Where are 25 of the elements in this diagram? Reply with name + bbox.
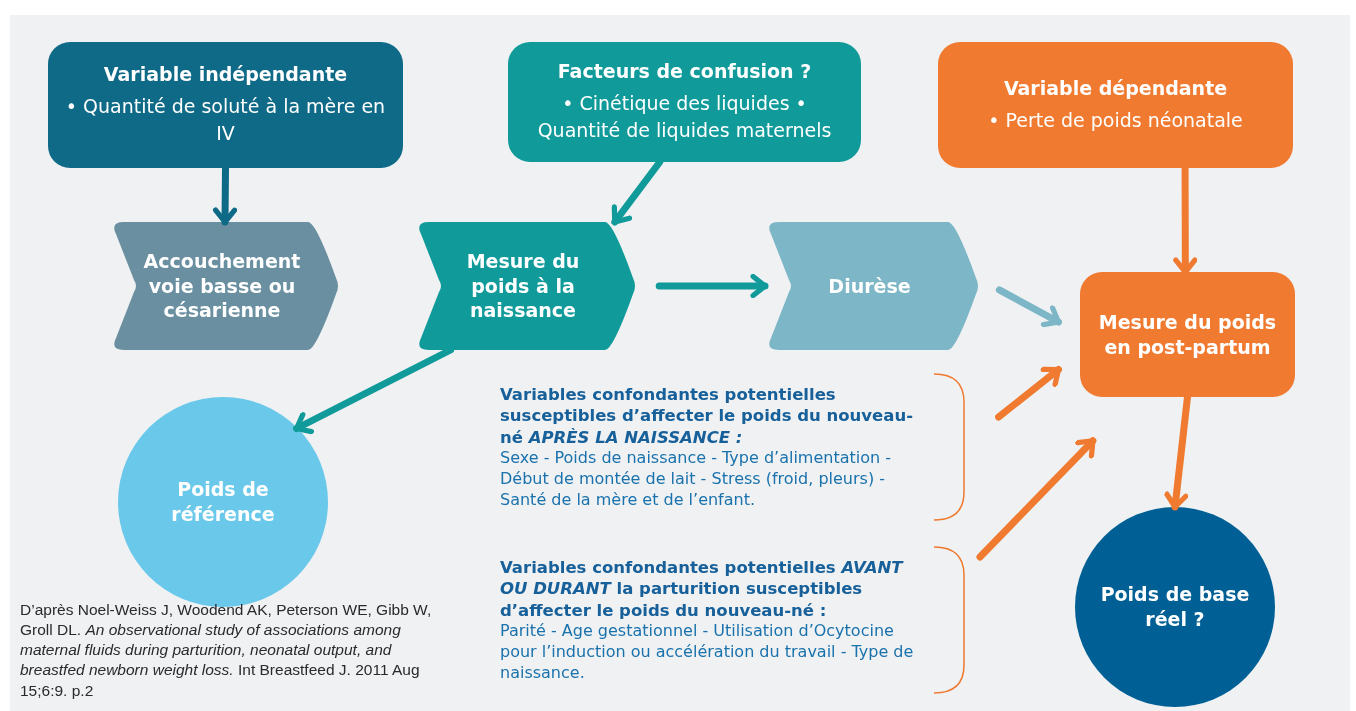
node-heading: Facteurs de confusion ? <box>557 59 812 84</box>
note-text: Sexe - Poids de naissance - Type d’alimentation - Début de montée de lait - Stress (froid, pleurs) - Santé de la mère et de l’enfant. <box>500 447 892 511</box>
node-text: • Perte de poids néonatale <box>988 107 1243 133</box>
node-text: • Quantité de soluté à la mère en IV <box>64 93 387 147</box>
node-heading: Poids de référence <box>170 477 276 527</box>
node-heading: Diurèse <box>828 273 911 299</box>
note-heading: Variables confondantes potentielles susceptibles d’affecter le poids du nouveau-né APRÈS LA NAISSANCE : <box>500 383 915 448</box>
node-text: • Cinétique des liquides • Quantité de liquides maternels <box>536 90 833 144</box>
process-box <box>508 42 861 162</box>
citation-text: D’après Noel-Weiss J, Woodend AK, Peterson WE, Gibb W, Groll DL. An observational study of associations among maternal fluids during parturition, neonatal output, and breastfed newborn weight loss. Int Breastfeed J. 2011 Aug 15;6:9. p.2 <box>20 600 433 701</box>
node-heading: Mesure du poids en post-partum <box>1097 309 1278 360</box>
node-heading: Mesure du poids à la naissance <box>465 248 581 324</box>
node-heading: Accouchement voie basse ou césarienne <box>143 248 301 324</box>
note-heading: Variables confondantes potentielles AVANT OU DURANT la parturition susceptibles d’affecter le poids du nouveau-né : <box>500 556 905 621</box>
arrow <box>995 286 1062 328</box>
process-box <box>938 42 1293 168</box>
note-text: Parité - Age gestationnel - Utilisation d’Ocytocine pour l’induction ou accélération du travail - Type de naissance. <box>500 620 915 684</box>
arrow <box>655 273 769 299</box>
process-box <box>48 42 403 168</box>
process-box <box>1080 272 1295 397</box>
node-heading: Poids de base réel ? <box>1099 582 1251 632</box>
arrow <box>995 366 1062 421</box>
node-heading: Variable indépendante <box>103 62 348 87</box>
node-heading: Variable dépendante <box>1003 75 1228 101</box>
arrow <box>976 437 1097 561</box>
